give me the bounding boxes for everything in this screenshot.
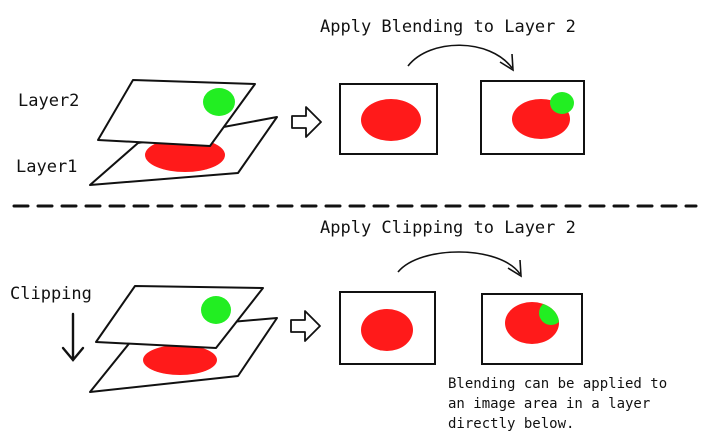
clipping-title: Apply Clipping to Layer 2 (320, 218, 576, 238)
blending-curved-arrow (407, 44, 514, 72)
clipping-note-line-3: directly below. (448, 416, 574, 432)
layer2-green-shape (203, 88, 235, 116)
clipping-down-arrow (61, 312, 85, 362)
bottom-hollow-arrow (290, 310, 321, 342)
blending-title: Apply Blending to Layer 2 (320, 17, 576, 37)
top-hollow-arrow (291, 106, 322, 138)
clipping-curved-arrow (397, 251, 522, 278)
clipping-note-line-1: Blending can be applied to (448, 376, 667, 392)
clip-layer2-green-shape (201, 296, 231, 324)
clip-layer1-red-shape (143, 345, 217, 375)
blending-after-green (550, 92, 574, 114)
blending-before-red (361, 99, 421, 141)
layer2-label: Layer2 (18, 91, 79, 111)
clipping-note-line-2: an image area in a layer (448, 396, 650, 412)
layer1-label: Layer1 (16, 157, 77, 177)
clipping-label: Clipping (10, 284, 92, 304)
clipping-before-red (361, 309, 413, 351)
